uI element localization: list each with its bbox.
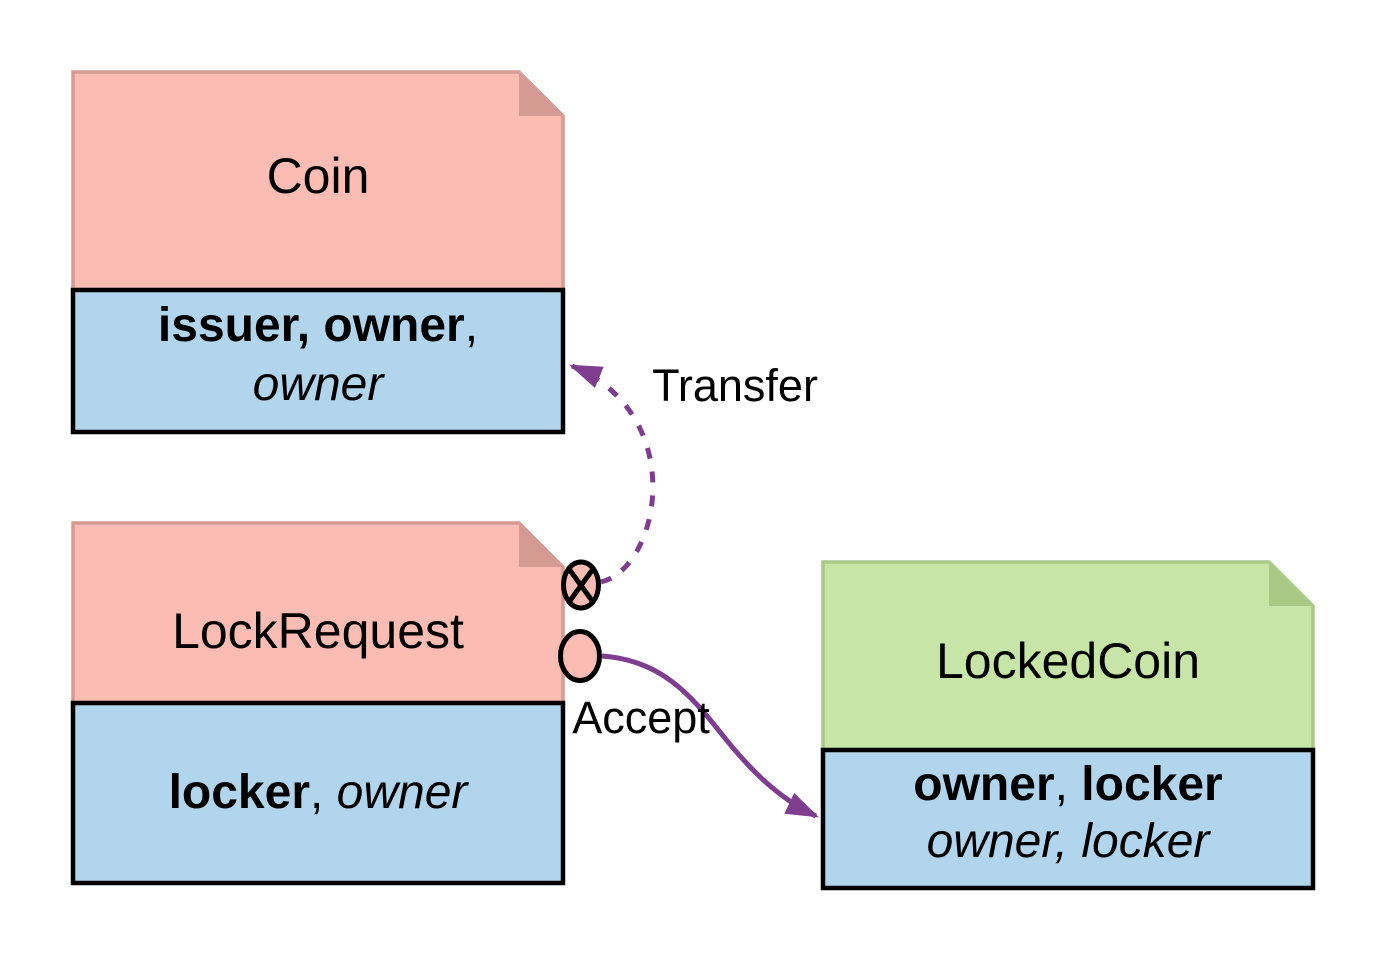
coin-body-shape <box>70 287 566 435</box>
locked-coin-title: LockedCoin <box>936 633 1200 689</box>
accept-arrow-line <box>601 653 819 819</box>
locked-coin-header-border <box>821 560 1315 752</box>
coin-controllers: owner <box>253 358 386 411</box>
coin-signers: issuer, owner, <box>158 299 478 352</box>
coin-title: Coin <box>267 148 370 204</box>
lock-request-header-shape <box>73 523 563 703</box>
circle-icon <box>558 629 602 683</box>
accept-label: Accept <box>572 692 710 743</box>
locked-coin-body-shape <box>820 747 1316 891</box>
node-coin: Coin issuer, owner, owner <box>70 70 566 435</box>
lock-request-attrs: locker, owner <box>169 766 470 819</box>
transfer-arrow-line <box>568 363 656 585</box>
transfer-label: Transfer <box>652 360 818 411</box>
node-lock-request: LockRequest locker, owner <box>70 521 566 886</box>
lock-request-title: LockRequest <box>172 603 464 659</box>
locked-coin-controllers: owner, locker <box>927 815 1212 868</box>
locked-coin-signers: owner, locker <box>913 758 1222 811</box>
locked-coin-header-shape <box>823 562 1313 750</box>
coin-header-border <box>71 70 565 292</box>
coin-header-shape <box>73 72 563 290</box>
circle-cross-icon <box>561 559 601 611</box>
transfer-edge: Transfer <box>568 360 818 585</box>
lock-request-header-border <box>71 521 565 705</box>
accept-edge: Accept <box>572 653 819 819</box>
lock-request-body-shape <box>70 700 566 886</box>
node-locked-coin: LockedCoin owner, locker owner, locker <box>820 560 1316 891</box>
